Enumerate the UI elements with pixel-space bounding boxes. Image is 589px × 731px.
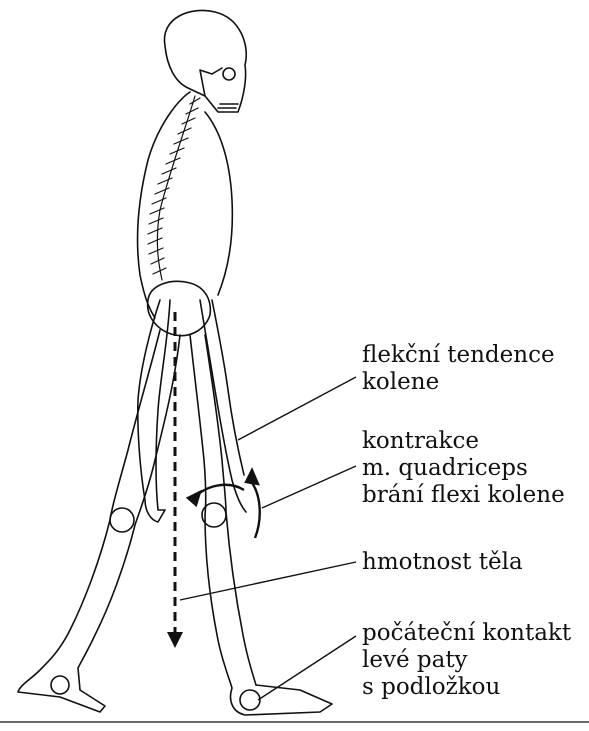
skull [164, 10, 246, 112]
label-line: kolene [362, 369, 555, 396]
label-line: m. quadriceps [362, 455, 565, 482]
label-flexion-tendency: flekční tendence kolene [362, 342, 555, 396]
arm-left [138, 300, 170, 522]
leader-contraction [262, 466, 356, 508]
label-body-weight: hmotnost těla [362, 549, 523, 576]
label-line: hmotnost těla [362, 549, 523, 576]
label-line: kontrakce [362, 428, 565, 455]
leader-weight [180, 562, 356, 600]
leader-lines [180, 377, 356, 700]
label-line: brání flexi kolene [362, 482, 565, 509]
leader-contact [258, 636, 356, 700]
weight-arrow-icon [167, 312, 183, 648]
label-line: flekční tendence [362, 342, 555, 369]
label-line: levé paty [362, 647, 571, 674]
spine [148, 96, 200, 280]
label-initial-contact: počáteční kontakt levé paty s podložkou [362, 620, 571, 701]
label-line: počáteční kontakt [362, 620, 571, 647]
label-line: s podložkou [362, 674, 571, 701]
leg-leading [190, 335, 332, 715]
label-contraction: kontrakce m. quadriceps brání flexi kole… [362, 428, 565, 509]
leader-flexion [238, 377, 356, 440]
